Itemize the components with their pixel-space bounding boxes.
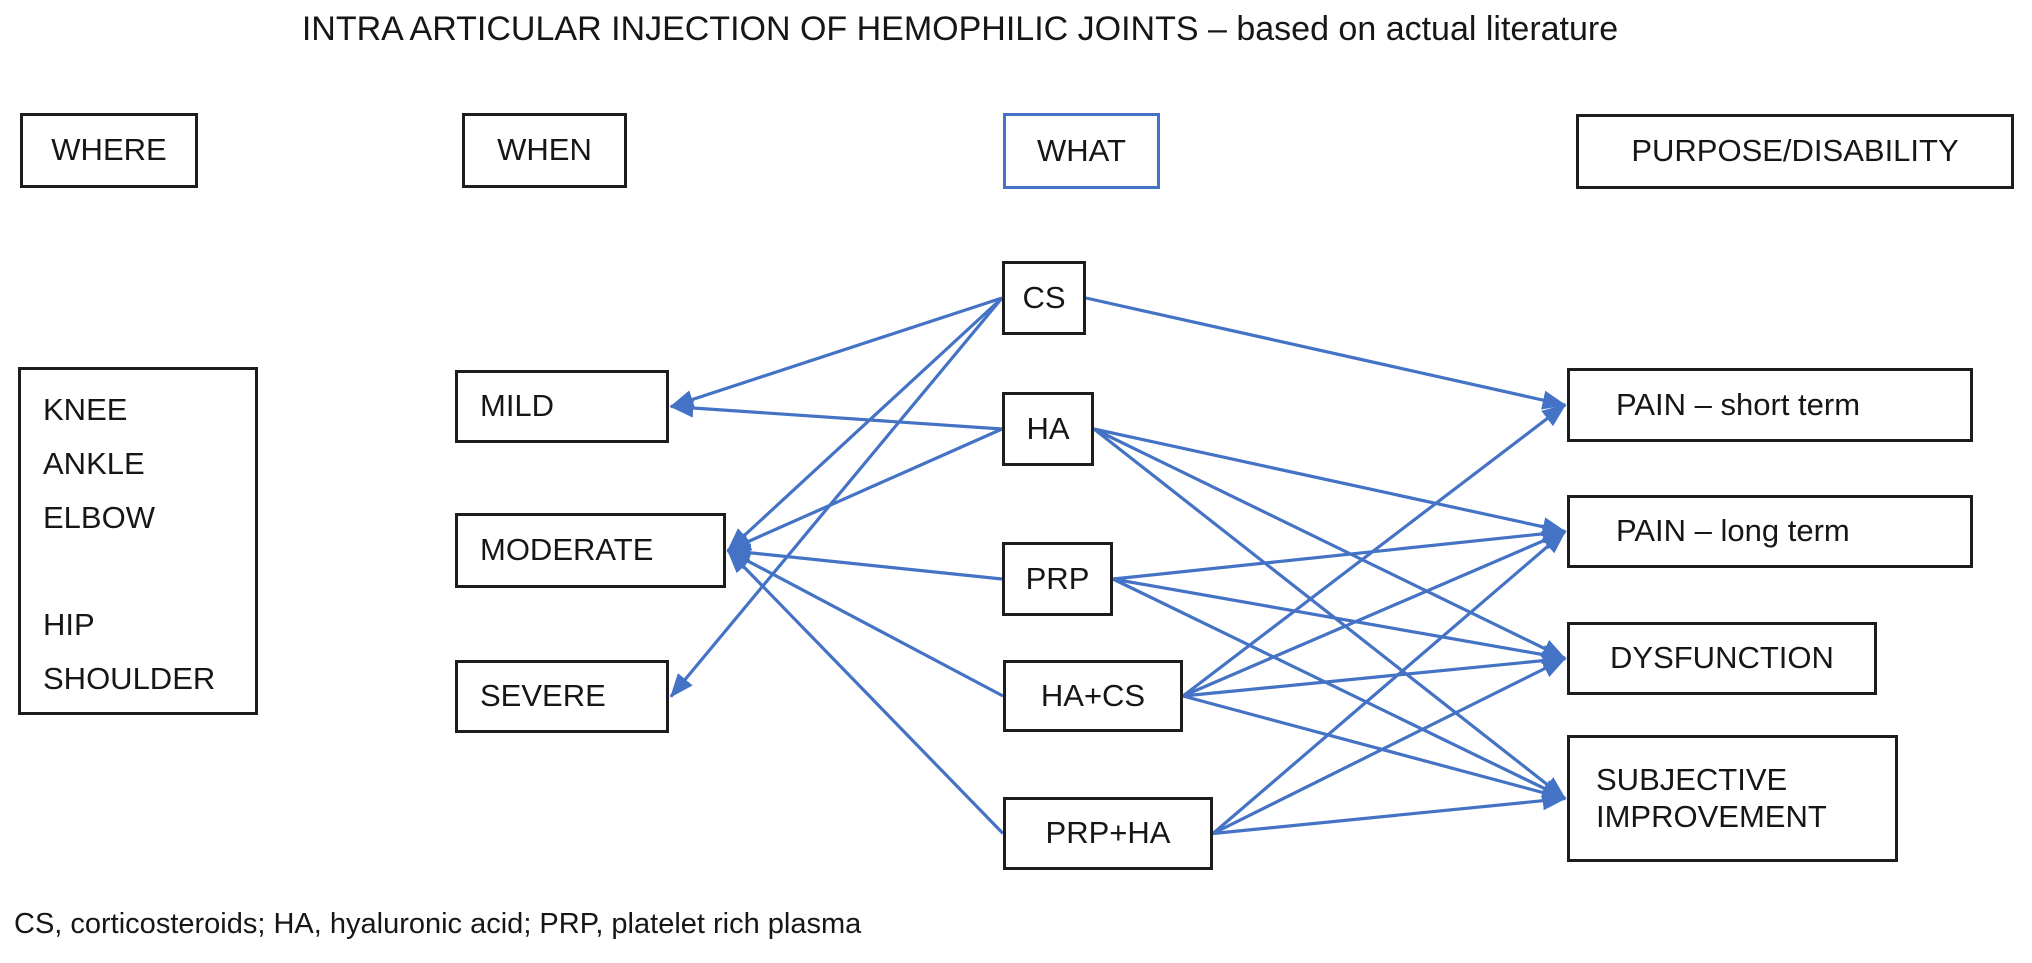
arrow-hacs-pain_long <box>1182 530 1567 698</box>
arrow-ha-pain_long <box>1093 427 1567 537</box>
arrow-ha-mild <box>669 398 1003 431</box>
arrow-prpha-subjective <box>1212 791 1567 836</box>
arrow-hacs-moderate <box>726 549 1004 698</box>
joint-elbow: ELBOW <box>43 500 155 535</box>
node-cs: CS <box>1002 261 1086 335</box>
node-ha: HA <box>1002 392 1094 466</box>
node-moderate: MODERATE <box>455 513 726 588</box>
arrow-prp-moderate <box>726 543 1003 581</box>
arrow-cs-pain_short <box>1085 296 1567 410</box>
header-what: WHAT <box>1003 113 1160 189</box>
arrow-prp-pain_long <box>1112 524 1567 581</box>
header-purpose-disability: PURPOSE/DISABILITY <box>1576 114 2014 189</box>
arrow-prp-subjective <box>1112 577 1567 800</box>
node-ha-cs: HA+CS <box>1003 660 1183 732</box>
arrow-prpha-dysfunction <box>1212 657 1567 835</box>
node-mild: MILD <box>455 370 669 443</box>
arrow-cs-severe <box>669 296 1004 698</box>
joint-ankle: ANKLE <box>43 446 145 481</box>
joint-shoulder: SHOULDER <box>43 661 216 696</box>
arrow-cs-mild <box>669 296 1003 409</box>
arrow-cs-moderate <box>726 296 1004 552</box>
arrow-ha-subjective <box>1093 427 1567 800</box>
node-pain-long-term: PAIN – long term <box>1567 495 1973 568</box>
arrow-ha-dysfunction <box>1093 427 1567 660</box>
joint-knee: KNEE <box>43 392 128 427</box>
arrow-ha-moderate <box>726 427 1003 552</box>
arrow-hacs-subjective <box>1182 694 1567 802</box>
node-pain-short-term: PAIN – short term <box>1567 368 1973 442</box>
node-dysfunction: DYSFUNCTION <box>1567 622 1877 695</box>
header-when: WHEN <box>462 113 627 188</box>
node-subjective-improvement: SUBJECTIVE IMPROVEMENT <box>1567 735 1898 862</box>
node-prp: PRP <box>1002 542 1113 616</box>
header-where: WHERE <box>20 113 198 188</box>
node-severe: SEVERE <box>455 660 669 733</box>
joint-hip: HIP <box>43 607 95 642</box>
arrow-prpha-moderate <box>726 549 1005 835</box>
arrow-prp-dysfunction <box>1112 577 1567 665</box>
arrow-hacs-dysfunction <box>1182 651 1567 698</box>
joints-list-box: KNEE ANKLE ELBOW HIP SHOULDER <box>18 367 258 715</box>
arrow-prpha-pain_long <box>1211 530 1567 835</box>
abbreviation-footnote: CS, corticosteroids; HA, hyaluronic acid… <box>14 908 862 940</box>
node-prp-ha: PRP+HA <box>1003 797 1213 870</box>
diagram-title: INTRA ARTICULAR INJECTION OF HEMOPHILIC … <box>301 10 1619 48</box>
